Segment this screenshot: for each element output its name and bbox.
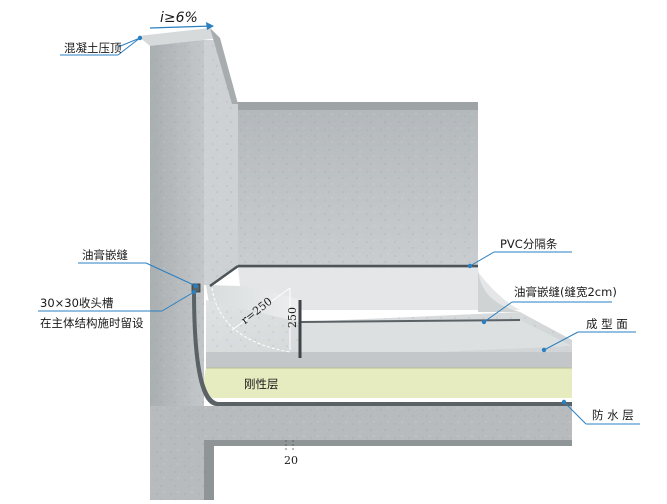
gap-label: 20 [284,454,298,467]
leader-concrete-coping-join [117,37,141,56]
dot-finish-surface [541,347,547,353]
dot-sealant-width [481,319,487,325]
leader-sealant-width [483,301,513,323]
concrete-coping-edge [210,28,238,104]
cove-curve-upper [238,268,520,310]
floor-slab-front-edge [206,352,572,370]
cove-right-bend [478,268,520,312]
dot-concrete-coping [137,35,143,41]
rigid-layer-band [204,368,572,398]
concrete-coping-top [138,28,220,46]
label-finish-surface: 成 型 面 [586,317,628,331]
slope-text: i≥6% [160,10,198,26]
leader-finish-surface [543,331,579,351]
label-pvc-strip: PVC分隔条 [500,237,558,251]
pvc-strip-diagonal [209,264,239,288]
leader-pvc-strip [469,251,495,267]
label-sealant-joint: 油膏嵌缝 [82,248,128,262]
dot-pvc-strip [467,263,473,269]
label-groove-line1: 30×30收头槽 [40,296,114,310]
floor-slab-top [300,320,572,358]
dot-waterproof [561,399,567,405]
inner-side-wall-texture [202,40,238,285]
radius-line [231,287,291,331]
label-waterproof: 防 水 层 [592,408,634,422]
slope-arrow-line [149,25,213,29]
dot-sealant-joint [193,283,199,289]
radius-guide-arc [211,287,291,353]
inner-wall-face-texture [236,106,478,268]
leader-groove [161,291,195,312]
inner-wall-top-ledge [236,102,478,110]
parapet-front-texture [150,40,204,440]
callouts: 混凝土压顶 油膏嵌缝 30×30收头槽 在主体结构施时留设 PVC分隔条 油膏嵌… [38,35,640,425]
structural-slab-texture [150,406,572,500]
leader-waterproof [563,401,587,425]
slope-arrow-head [206,22,214,30]
dot-groove [191,289,197,295]
label-concrete-coping: 混凝土压顶 [64,41,122,55]
label-sealant-width: 油膏嵌缝(缝宽2cm) [514,285,617,299]
structural-slab-underside [204,440,572,500]
slope-indicator: i≥6% [149,10,214,30]
label-rigid-layer: 刚性层 [244,377,279,391]
height-label: 250 [286,307,299,328]
label-groove-line2: 在主体结构施时留设 [40,316,144,330]
leader-concrete-coping [117,37,141,48]
leader-sealant-joint [145,262,197,287]
structure [138,28,572,500]
